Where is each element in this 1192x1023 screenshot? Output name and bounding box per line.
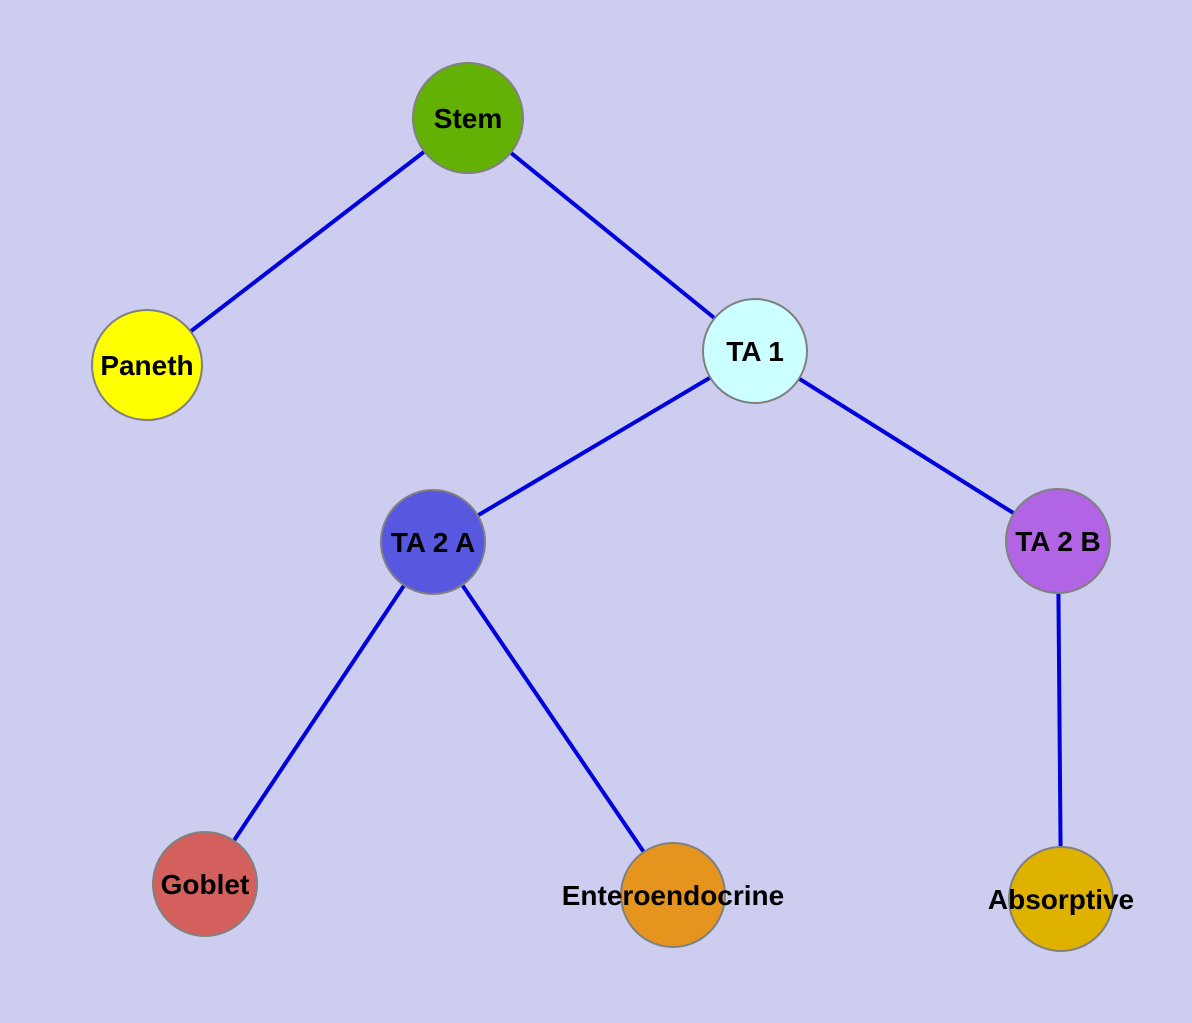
node-goblet[interactable]: Goblet — [152, 831, 258, 937]
edge-ta2a-goblet — [203, 540, 435, 886]
edge-layer — [145, 116, 1063, 900]
edge-stem-ta1 — [466, 116, 757, 353]
node-circle-goblet[interactable] — [152, 831, 258, 937]
node-stem[interactable]: Stem — [412, 62, 524, 174]
node-circle-paneth[interactable] — [91, 309, 203, 421]
node-ta2b[interactable]: TA 2 B — [1005, 488, 1111, 594]
edge-ta2b-absorptive — [1056, 540, 1063, 900]
edge-ta1-ta2a — [431, 349, 757, 544]
node-circle-enteroendocrine[interactable] — [620, 842, 726, 948]
node-paneth[interactable]: Paneth — [91, 309, 203, 421]
node-ta1[interactable]: TA 1 — [702, 298, 808, 404]
node-circle-absorptive[interactable] — [1008, 846, 1114, 952]
edge-stem-paneth — [145, 116, 470, 367]
node-circle-ta2b[interactable] — [1005, 488, 1111, 594]
node-ta2a[interactable]: TA 2 A — [380, 489, 486, 595]
edge-ta2a-enteroendocrine — [431, 540, 675, 897]
node-circle-stem[interactable] — [412, 62, 524, 174]
node-circle-ta1[interactable] — [702, 298, 808, 404]
node-circle-ta2a[interactable] — [380, 489, 486, 595]
edge-ta1-ta2b — [753, 349, 1060, 543]
